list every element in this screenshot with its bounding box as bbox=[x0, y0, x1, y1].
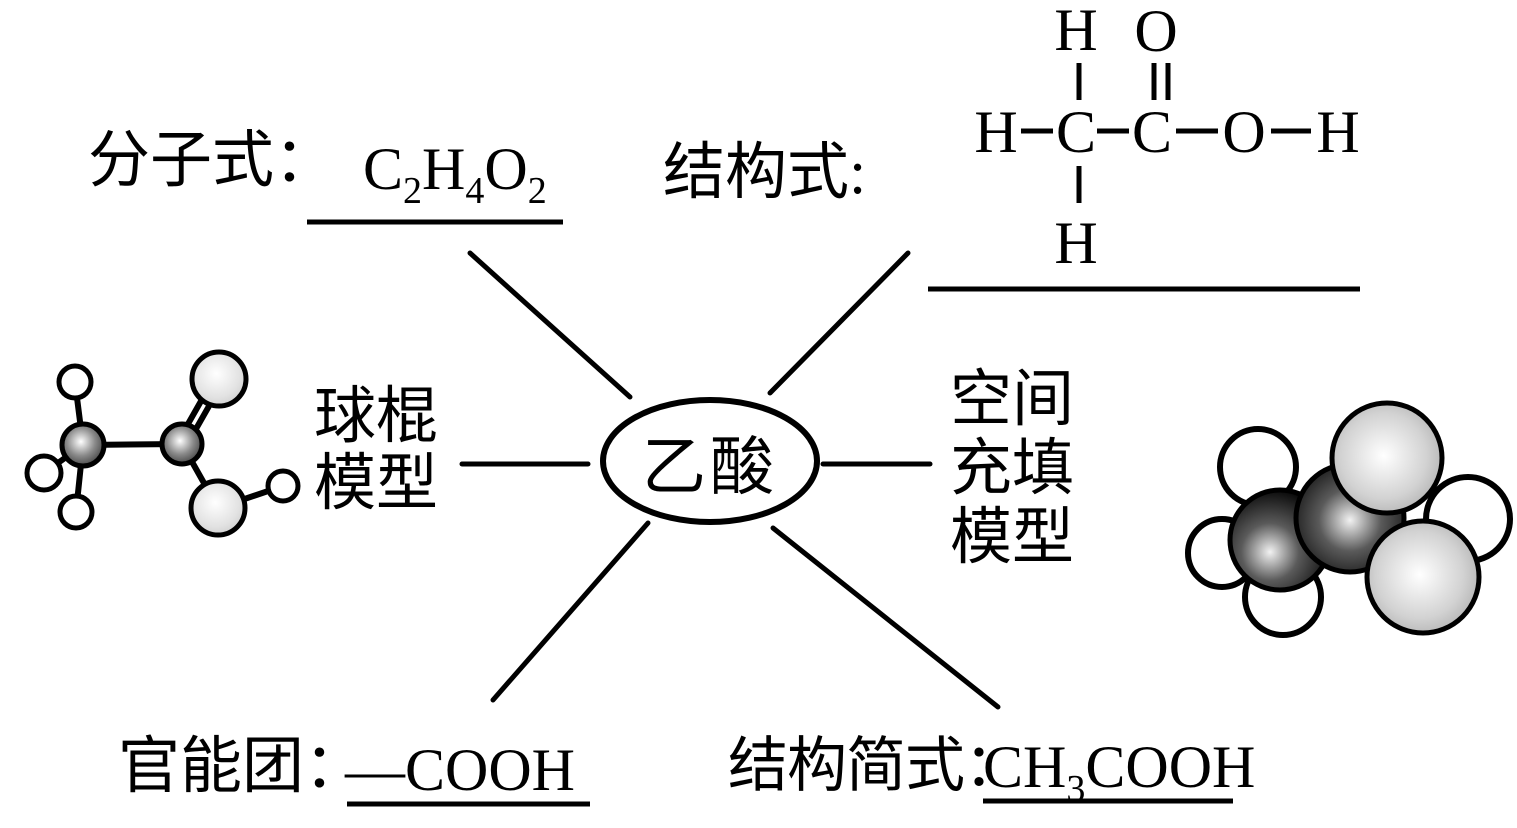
center-node-label: 乙酸 bbox=[642, 432, 778, 503]
structural-formula-atom-c2: C bbox=[1131, 99, 1173, 165]
sf-oxygen-sphere bbox=[1329, 400, 1445, 516]
space-filling-label-line1: 空间 bbox=[949, 366, 1074, 434]
connector-line-condensed-formula bbox=[770, 525, 1001, 710]
ball-stick-label-line2: 模型 bbox=[313, 450, 438, 518]
formula-element: C bbox=[363, 136, 404, 202]
formula-subscript: 3 bbox=[1066, 768, 1086, 810]
space-filling-label-line2: 充填 bbox=[949, 435, 1074, 503]
formula-element: O bbox=[484, 136, 528, 202]
formula-element: COOH bbox=[1085, 734, 1256, 800]
bs-carbon-atom bbox=[159, 421, 205, 467]
formula-element: CH bbox=[983, 734, 1067, 800]
condensed-formula-label: 结构简式： bbox=[728, 733, 1024, 799]
structural-formula-atom-h-bottom: H bbox=[1054, 210, 1098, 276]
molecular-formula-value: C2H4O2 bbox=[363, 136, 547, 210]
condensed-formula-value: CH3COOH bbox=[983, 734, 1256, 808]
connector-line-functional-group bbox=[490, 520, 651, 703]
ball-stick-model-figure bbox=[24, 349, 301, 538]
molecular-formula-label: 分子式： bbox=[88, 127, 337, 195]
structural-formula-label: 结构式: bbox=[663, 139, 867, 207]
structural-formula-bonds bbox=[1021, 63, 1311, 203]
structural-formula-atom-c1: C bbox=[1055, 99, 1097, 165]
functional-group-label: 官能团： bbox=[118, 733, 367, 801]
bs-oxygen-atom bbox=[188, 478, 248, 538]
center-node-ellipse bbox=[600, 397, 820, 525]
structural-formula-atom-o-top: O bbox=[1134, 0, 1178, 64]
formula-element: H bbox=[422, 136, 466, 202]
formula-subscript: 2 bbox=[403, 170, 423, 212]
space-filling-model-label: 空间 充填 模型 bbox=[944, 366, 1080, 573]
bs-hydrogen-atom bbox=[265, 468, 301, 504]
connector-line-structural-formula bbox=[767, 250, 911, 396]
formula-subscript: 2 bbox=[527, 170, 547, 212]
formula-subscript: 4 bbox=[465, 170, 485, 212]
space-filling-label-line3: 模型 bbox=[949, 504, 1074, 572]
functional-group-value: —COOH bbox=[345, 737, 576, 803]
bs-hydrogen-atom bbox=[24, 453, 64, 493]
bs-carbon-atom bbox=[59, 421, 107, 469]
bs-hydrogen-atom bbox=[57, 493, 95, 531]
space-filling-model-figure bbox=[1185, 400, 1513, 638]
structural-formula-atom-h-left: H bbox=[974, 99, 1018, 165]
structural-formula-atom-h-right: H bbox=[1316, 99, 1360, 165]
sf-oxygen-sphere bbox=[1364, 518, 1482, 636]
ball-stick-label-line1: 球棍 bbox=[313, 383, 438, 451]
structural-formula-atom-h-top: H bbox=[1054, 0, 1098, 63]
ball-stick-model-label: 球棍 模型 bbox=[295, 384, 457, 518]
bs-hydrogen-atom bbox=[56, 363, 94, 401]
structural-formula-atom-o-right: O bbox=[1222, 99, 1266, 165]
bs-oxygen-atom bbox=[189, 349, 249, 409]
connector-line-molecular-formula bbox=[467, 250, 633, 400]
